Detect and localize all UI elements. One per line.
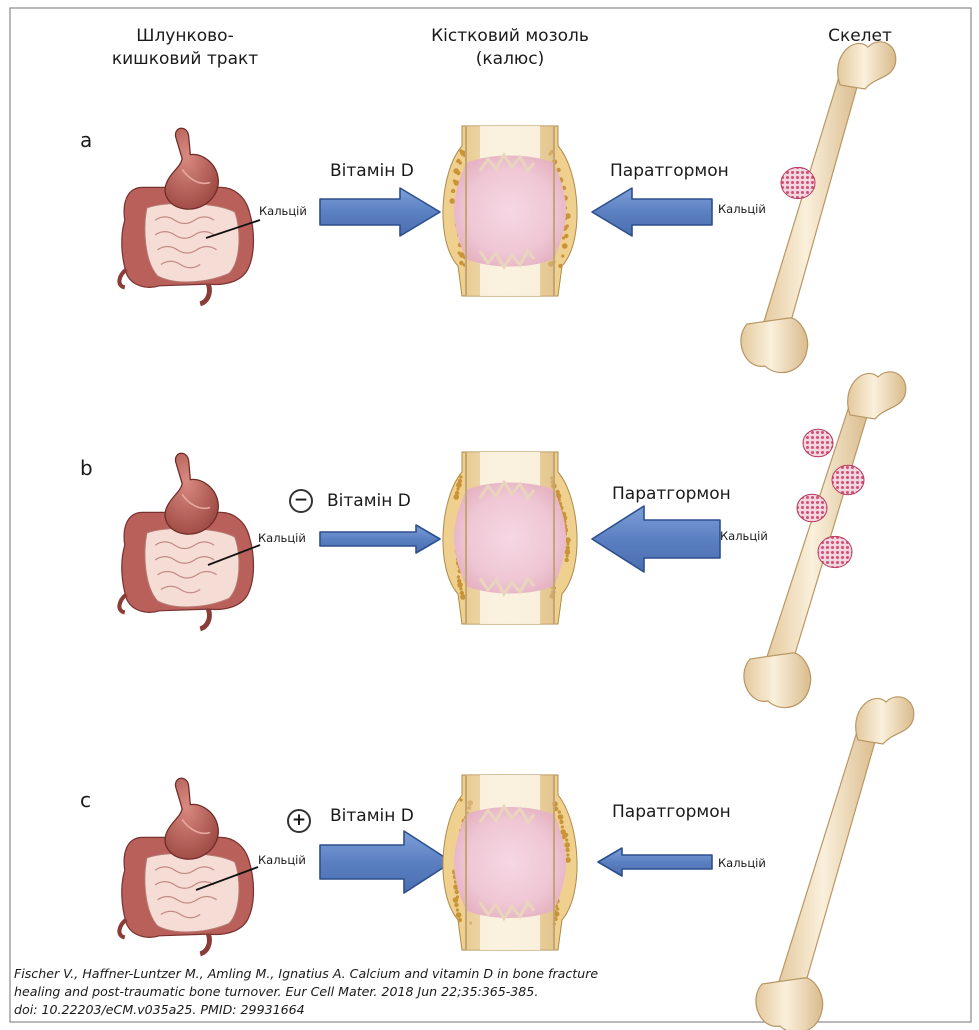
gi-calcium-label-b: Кальцій: [258, 531, 306, 545]
gi-calcium-label-c: Кальцій: [258, 853, 306, 867]
femur-head: [848, 372, 906, 419]
stomach: [165, 778, 218, 859]
bone-calcium-label-a: Кальцій: [718, 202, 766, 216]
resorption-site: [803, 429, 833, 457]
resorption-site: [818, 536, 852, 567]
citation-line-3: doi: 10.22203/eCM.v035a25. PMID: 2993166…: [14, 1001, 774, 1019]
callus-center: [454, 807, 566, 918]
femur-shaft: [778, 727, 878, 994]
small-intestine: [145, 853, 239, 932]
gi-tract-icon: [119, 778, 253, 954]
femur-c: [756, 697, 914, 1030]
column-header-skeleton: Скелет: [800, 25, 920, 48]
vitamin-d-label-b: Вітамін D: [327, 491, 411, 511]
gi-tract-icon: [119, 128, 253, 304]
pth-arrow-b: [592, 506, 720, 572]
small-intestine: [145, 528, 239, 607]
citation-line-1: Fischer V., Haffner-Luntzer M., Amling M…: [14, 965, 774, 983]
bone-calcium-label-c: Кальцій: [718, 856, 766, 870]
femur-condyles: [744, 653, 811, 708]
column-header-callus: Кістковий мозоль (калюс): [410, 25, 610, 71]
callus-center: [454, 483, 566, 594]
vitamin-d-arrow-b: [320, 525, 440, 553]
pth-label-a: Паратгормон: [610, 161, 729, 181]
stomach: [165, 453, 218, 534]
gi-tract-icon: [119, 453, 253, 629]
callus-center: [454, 156, 566, 267]
row-label-c: c: [80, 788, 91, 812]
row-label-a: a: [80, 128, 92, 152]
resorption-site: [797, 494, 827, 522]
vitamin-d-label-c: Вітамін D: [330, 806, 414, 826]
vitamin-d-label-a: Вітамін D: [330, 161, 414, 181]
minus-sign-icon: −: [289, 489, 313, 513]
citation: Fischer V., Haffner-Luntzer M., Amling M…: [14, 965, 774, 1019]
femur-shaft: [763, 72, 860, 333]
bone-calcium-label-b: Кальцій: [720, 529, 768, 543]
femur-b: [744, 372, 906, 708]
callus-b: [443, 452, 577, 624]
femur-head: [856, 697, 914, 744]
vitamin-d-arrow-c: [320, 831, 452, 893]
pth-label-c: Паратгормон: [612, 802, 731, 822]
citation-line-2: healing and post-traumatic bone turnover…: [14, 983, 774, 1001]
pth-arrow-c: [598, 848, 712, 876]
callus-a: [443, 126, 577, 296]
gi-calcium-label-a: Кальцій: [259, 204, 307, 218]
small-intestine: [145, 203, 239, 282]
vitamin-d-arrow-a: [320, 188, 440, 236]
row-label-b: b: [80, 456, 93, 480]
femur-head: [838, 42, 896, 89]
femur-condyles: [741, 318, 808, 373]
resorption-site: [781, 167, 815, 198]
stomach: [165, 128, 218, 209]
pth-arrow-a: [592, 188, 712, 236]
pth-label-b: Паратгормон: [612, 484, 731, 504]
resorption-site: [832, 465, 864, 494]
plus-sign-icon: +: [287, 809, 311, 833]
column-header-gi: Шлунково- кишковий тракт: [100, 25, 270, 71]
callus-c: [443, 775, 577, 950]
